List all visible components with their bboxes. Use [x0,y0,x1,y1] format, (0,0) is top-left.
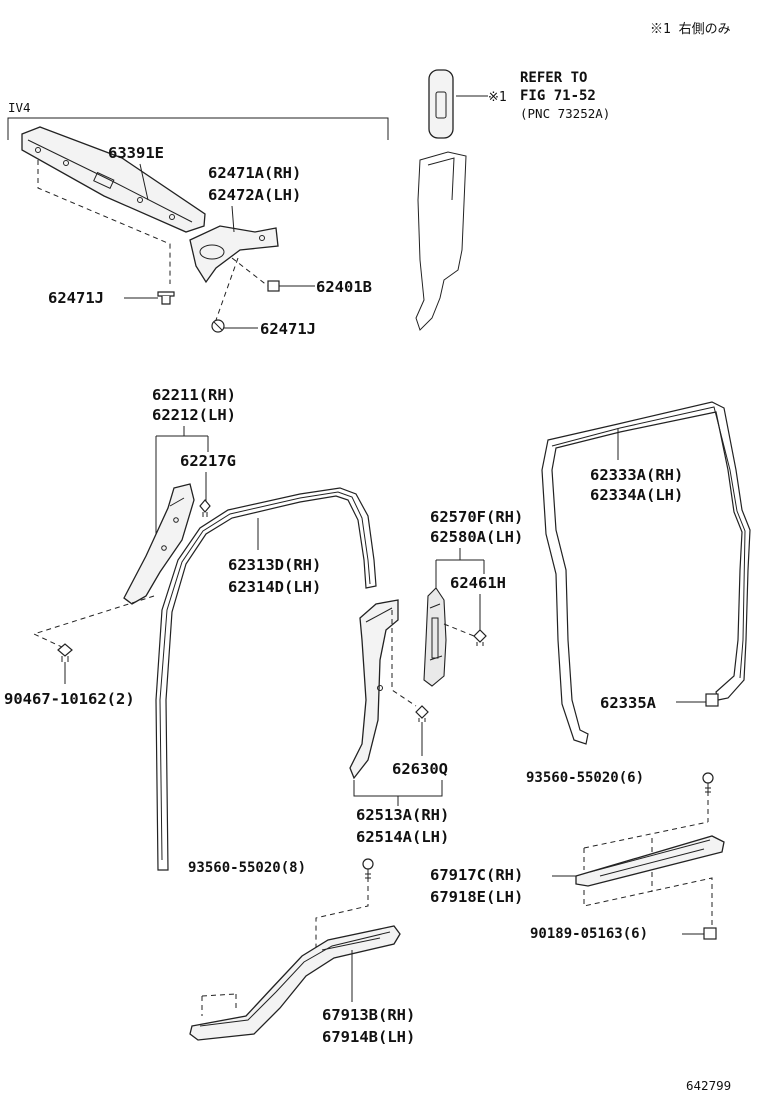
label-62212: 62212(LH) [152,406,236,424]
label-90189-05163: 90189-05163(6) [530,926,648,942]
label-67918E: 67918E(LH) [430,888,523,906]
label-62461H: 62461H [450,574,506,592]
refer-line2: FIG 71-52 [520,88,596,104]
headliner-trim-63391E[interactable] [21,126,206,233]
screw-93560-55020-8[interactable] [362,858,374,882]
bracket-62570F [435,548,485,594]
label-67917C: 67917C(RH) [430,866,523,884]
leader-62471A [231,205,235,233]
label-93560-55020-6: 93560-55020(6) [526,770,644,786]
label-62570F: 62570F(RH) [430,508,523,526]
scuff-plate-67917C[interactable] [575,835,725,887]
label-62471A: 62471A(RH) [208,164,301,182]
label-62333A: 62333A(RH) [590,466,683,484]
label-62514A: 62514A(LH) [356,828,449,846]
door-opening-trim-62313D[interactable] [155,487,377,871]
group-62333A: 62333A(RH) 62334A(LH) 62335A [541,401,751,745]
group-62313D: 62313D(RH) 62314D(LH) [155,487,377,871]
pillar-upper-trim-62471A[interactable] [189,225,279,284]
label-67914B: 67914B(LH) [322,1028,415,1046]
label-62630Q: 62630Q [392,760,448,778]
assembly-line-67917C-lower [583,872,713,928]
clip-62461H[interactable] [473,629,487,646]
group-62211: 62211(RH) 62212(LH) 62217G 90467-10162(2… [4,386,236,708]
cover-62401B[interactable] [267,280,280,292]
bracket-62513A [353,780,443,806]
note-right-side-only: ※1 右側のみ [650,22,731,37]
group-label-iv4: IV4 [8,100,31,115]
label-63391E: 63391E [108,144,164,162]
bracket-62211 [155,426,209,540]
assembly-line-headliner [37,160,171,284]
assembly-line-62461H [443,623,475,637]
refer-marker: ※1 [488,90,507,105]
label-62334A: 62334A(LH) [590,486,683,504]
cushion-62335A[interactable] [705,693,719,707]
clip-90189-05163[interactable] [703,927,717,940]
clip-62471J-a[interactable] [157,291,175,305]
label-93560-55020-8: 93560-55020(8) [188,860,306,876]
label-62335A: 62335A [600,694,657,712]
leader-63391E [139,163,149,201]
group-67913B: 93560-55020(8) 67913B(RH) 67914B(LH) [188,858,415,1046]
label-62580A: 62580A(LH) [430,528,523,546]
assembly-line-62211 [32,595,155,649]
clip-62217G[interactable] [199,499,211,517]
group-62513A: 62570F(RH) 62580A(LH) 62461H 62630Q 6251… [349,508,523,846]
diagram-id: 642799 [686,1078,731,1093]
label-67913B: 67913B(RH) [322,1006,415,1024]
center-pillar-upper-garnish[interactable] [415,151,467,331]
screw-93560-55020-6[interactable] [702,772,714,796]
refer-line1: REFER TO [520,70,587,86]
belt-guide-cover[interactable] [428,69,454,139]
assembly-line-67913B [201,886,369,1016]
scuff-plate-67913B[interactable] [189,925,401,1041]
label-62314D: 62314D(LH) [228,578,321,596]
refer-callout: ※1 REFER TO FIG 71-52 (PNC 73252A) [415,69,610,331]
refer-line3: (PNC 73252A) [520,106,610,121]
center-pillar-inner-62570F[interactable] [423,587,447,687]
label-62313D: 62313D(RH) [228,556,321,574]
assembly-line-62630Q [391,610,417,707]
label-62471J-a: 62471J [48,289,104,307]
label-62211: 62211(RH) [152,386,236,404]
assembly-line-clip [215,257,239,321]
front-pillar-garnish-62211[interactable] [123,483,195,605]
group-iv4: IV4 63391E 62471A(RH) 62472A(LH) [7,100,389,338]
clip-62630Q[interactable] [415,705,429,722]
center-pillar-lower-garnish-62513A[interactable] [349,599,399,780]
label-90467-10162: 90467-10162(2) [4,690,135,708]
assembly-line-67917C-upper [583,800,709,870]
label-62401B: 62401B [316,278,372,296]
clip-62471J-b[interactable] [211,319,225,333]
label-62513A: 62513A(RH) [356,806,449,824]
door-weatherstrip-62333A[interactable] [541,401,751,745]
group-67917C: 93560-55020(6) 67917C(RH) 67918E(LH) 901… [430,770,725,942]
label-62217G: 62217G [180,452,236,470]
clip-90467-10162[interactable] [57,643,73,662]
group-bracket [7,117,389,140]
label-62471J-b: 62471J [260,320,316,338]
assembly-line-cover [231,257,269,287]
label-62472A: 62472A(LH) [208,186,301,204]
